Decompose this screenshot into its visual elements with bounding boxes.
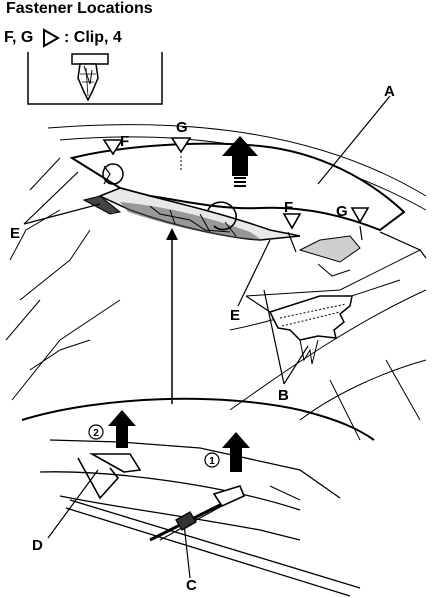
callout-e-left: E xyxy=(10,225,21,242)
center-clip-loop xyxy=(207,201,237,231)
step-2-badge: 2 xyxy=(88,424,104,440)
callout-d: D xyxy=(32,537,43,554)
clip-marker-g-top xyxy=(170,137,192,170)
up-arrow-icon xyxy=(222,136,258,187)
callout-f-right: F xyxy=(284,199,294,216)
detail-connector xyxy=(166,228,178,404)
leader-lines xyxy=(23,95,391,579)
callout-c: C xyxy=(186,577,197,594)
svg-text:2: 2 xyxy=(93,428,99,439)
clip-marker-f-right xyxy=(282,213,302,253)
svg-text:1: 1 xyxy=(209,456,215,467)
triangle-pointer-icon xyxy=(43,28,61,48)
detail-view-boundary xyxy=(21,397,375,441)
clip-marker-f-left xyxy=(102,139,124,185)
callout-g-top: G xyxy=(176,119,188,136)
clip-inset-box xyxy=(27,52,163,105)
body-outline xyxy=(5,124,427,441)
up-arrow-icon-step1 xyxy=(222,432,250,472)
up-arrow-icon-step2 xyxy=(108,410,136,448)
clip-caption: : Clip, 4 xyxy=(64,29,122,46)
callout-e-center: E xyxy=(230,307,241,324)
fastener-letters: F, G xyxy=(4,29,34,46)
callout-g-right: G xyxy=(336,203,348,220)
clip-marker-g-right xyxy=(350,207,370,241)
clip-icon xyxy=(71,53,109,102)
panel-b xyxy=(245,231,427,365)
callout-f-left: F xyxy=(120,133,130,150)
page-title: Fastener Locations xyxy=(6,0,153,17)
callout-b: B xyxy=(278,387,289,404)
callout-a: A xyxy=(384,83,395,100)
step-1-badge: 1 xyxy=(204,452,220,468)
detail-view xyxy=(39,439,361,597)
